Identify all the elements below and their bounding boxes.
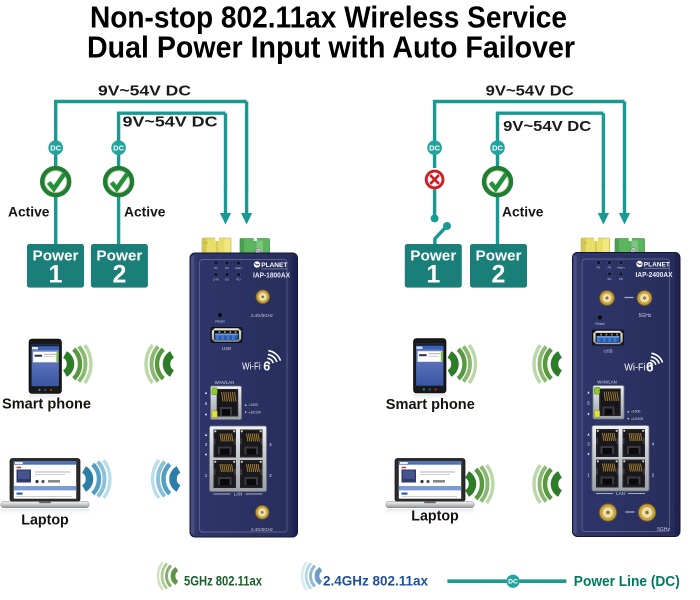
svg-text:6: 6 (263, 360, 270, 374)
svg-text:2: 2 (112, 261, 126, 289)
svg-text:P2: P2 (608, 266, 612, 270)
svg-text:1: 1 (426, 261, 440, 289)
svg-text:DC: DC (429, 143, 440, 152)
svg-text:DC: DC (113, 143, 124, 152)
svg-text:USB: USB (603, 349, 612, 354)
svg-text:Power: Power (96, 249, 142, 265)
svg-text:Laptop: Laptop (21, 512, 69, 529)
svg-text:1: 1 (587, 473, 590, 478)
svg-text:5: 5 (205, 401, 208, 406)
svg-text:IAP-1800AX: IAP-1800AX (253, 273, 290, 280)
svg-text:LAN: LAN (616, 491, 625, 496)
svg-text:5G: 5G (225, 278, 230, 282)
svg-text:4: 4 (269, 442, 272, 447)
svg-text:2.4GHz 802.11ax: 2.4GHz 802.11ax (323, 573, 428, 589)
svg-text:▲ ●1000: ▲ ●1000 (627, 410, 641, 414)
svg-text:P2: P2 (225, 266, 229, 270)
svg-text:▲: ▲ (204, 390, 208, 395)
svg-text:Reset: Reset (215, 320, 224, 324)
svg-text:Reset: Reset (595, 322, 604, 326)
svg-text:5: 5 (587, 401, 590, 406)
svg-text:▲: ▲ (204, 432, 208, 437)
svg-text:▼: ▼ (587, 452, 591, 457)
svg-text:Power Line (DC): Power Line (DC) (574, 574, 680, 590)
svg-text:Power: Power (476, 249, 522, 265)
svg-text:5GHz 802.11ax: 5GHz 802.11ax (184, 573, 262, 589)
svg-text:9V~54V DC: 9V~54V DC (123, 114, 218, 131)
svg-text:Active: Active (502, 204, 544, 220)
svg-text:PLANET: PLANET (644, 262, 670, 269)
svg-text:Active: Active (8, 204, 50, 220)
svg-text:Wi-Fi: Wi-Fi (624, 363, 645, 374)
svg-text:Power: Power (410, 249, 456, 265)
svg-text:Power: Power (33, 249, 79, 265)
svg-text:▲: ▲ (587, 390, 591, 395)
svg-text:2: 2 (492, 261, 506, 289)
svg-text:▼: ▼ (587, 412, 591, 417)
svg-text:9V~54V DC: 9V~54V DC (486, 83, 574, 100)
svg-text:5G: 5G (607, 277, 612, 281)
svg-text:4: 4 (652, 442, 655, 447)
svg-text:Non-stop 802.11ax Wireless Ser: Non-stop 802.11ax Wireless Service (90, 0, 567, 35)
svg-text:2: 2 (652, 473, 655, 478)
svg-text:2.4G/5GHz: 2.4G/5GHz (251, 313, 274, 318)
svg-text:▼ ●10/100: ▼ ●10/100 (244, 411, 261, 415)
svg-text:Alarm: Alarm (617, 266, 625, 270)
svg-text:2.4G: 2.4G (213, 278, 220, 282)
svg-text:DC: DC (492, 143, 503, 152)
svg-text:Active: Active (124, 204, 166, 220)
svg-text:WAN/LAN: WAN/LAN (597, 380, 616, 385)
svg-text:PD: PD (619, 277, 624, 281)
svg-text:P1: P1 (214, 266, 218, 270)
svg-text:▲ ●1000: ▲ ●1000 (244, 403, 258, 407)
svg-text:9V~54V DC: 9V~54V DC (503, 118, 591, 135)
svg-text:Main: Main (235, 266, 242, 270)
svg-text:DC: DC (508, 579, 518, 586)
svg-text:▼: ▼ (204, 452, 208, 457)
svg-text:2: 2 (269, 473, 272, 478)
svg-text:PLANET: PLANET (261, 262, 287, 269)
svg-text:2.4G/5GHz: 2.4G/5GHz (251, 527, 274, 532)
svg-text:1: 1 (49, 261, 63, 289)
svg-text:IAP-2400AX: IAP-2400AX (636, 272, 673, 279)
svg-text:3: 3 (587, 442, 590, 447)
svg-text:LAN: LAN (234, 492, 243, 497)
svg-text:6: 6 (646, 360, 654, 375)
svg-text:▲: ▲ (587, 432, 591, 437)
svg-text:USB: USB (222, 346, 231, 351)
svg-text:9V~54V DC: 9V~54V DC (98, 83, 191, 100)
svg-text:5GHz: 5GHz (657, 527, 670, 533)
svg-text:WAN/LAN: WAN/LAN (215, 380, 234, 385)
svg-text:3: 3 (205, 442, 208, 447)
svg-text:P1: P1 (597, 266, 601, 270)
svg-text:PD: PD (236, 278, 241, 282)
svg-text:Laptop: Laptop (411, 508, 459, 525)
svg-text:▼ ●10/100: ▼ ●10/100 (627, 417, 644, 421)
svg-text:Smart phone: Smart phone (386, 396, 475, 413)
svg-text:▼: ▼ (204, 412, 208, 417)
svg-text:5GHz: 5GHz (639, 313, 652, 319)
svg-text:DC: DC (50, 143, 61, 152)
svg-text:1: 1 (205, 473, 208, 478)
svg-text:Wi-Fi: Wi-Fi (242, 362, 261, 373)
svg-text:Dual Power Input with Auto Fai: Dual Power Input with Auto Failover (87, 30, 575, 65)
svg-text:Smart phone: Smart phone (2, 396, 91, 413)
